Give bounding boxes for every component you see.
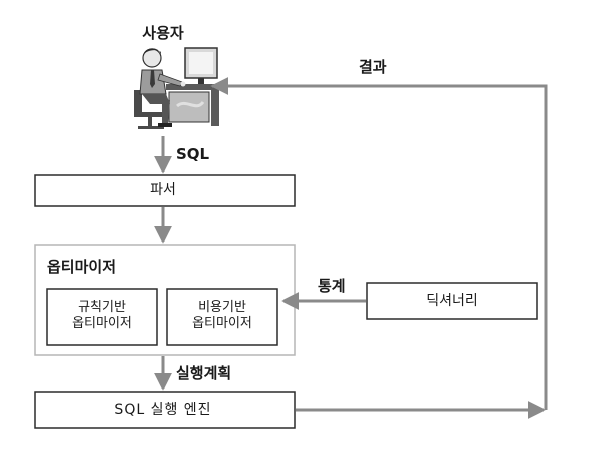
engine-label: SQL 실행 엔진 [114, 402, 212, 418]
dictionary-label: 딕셔너리 [426, 293, 478, 309]
edge-label-result: 결과 [359, 58, 387, 76]
rule-based-label: 규칙기반 옵티마이저 [47, 300, 157, 333]
rule-based-label-line2: 옵티마이저 [72, 316, 132, 332]
edge-label-stats: 통계 [318, 277, 346, 295]
edge-label-plan: 실행계획 [176, 364, 232, 382]
cost-based-label: 비용기반 옵티마이저 [167, 300, 277, 333]
cost-based-box [166, 288, 278, 346]
arrow-result-to-user [210, 77, 548, 410]
rule-based-label-line1: 규칙기반 [78, 300, 126, 315]
parser-box [34, 174, 296, 207]
rule-based-box [46, 288, 158, 346]
parser-label: 파서 [150, 182, 176, 198]
user-at-computer-icon [134, 47, 224, 129]
cost-based-label-line1: 비용기반 [198, 300, 246, 315]
cost-based-label-line2: 옵티마이저 [192, 316, 252, 332]
optimizer-title: 옵티마이저 [47, 258, 117, 276]
engine-box [34, 391, 296, 429]
dictionary-box [366, 282, 538, 320]
edge-label-sql: SQL [176, 145, 210, 163]
user-label: 사용자 [142, 24, 184, 42]
